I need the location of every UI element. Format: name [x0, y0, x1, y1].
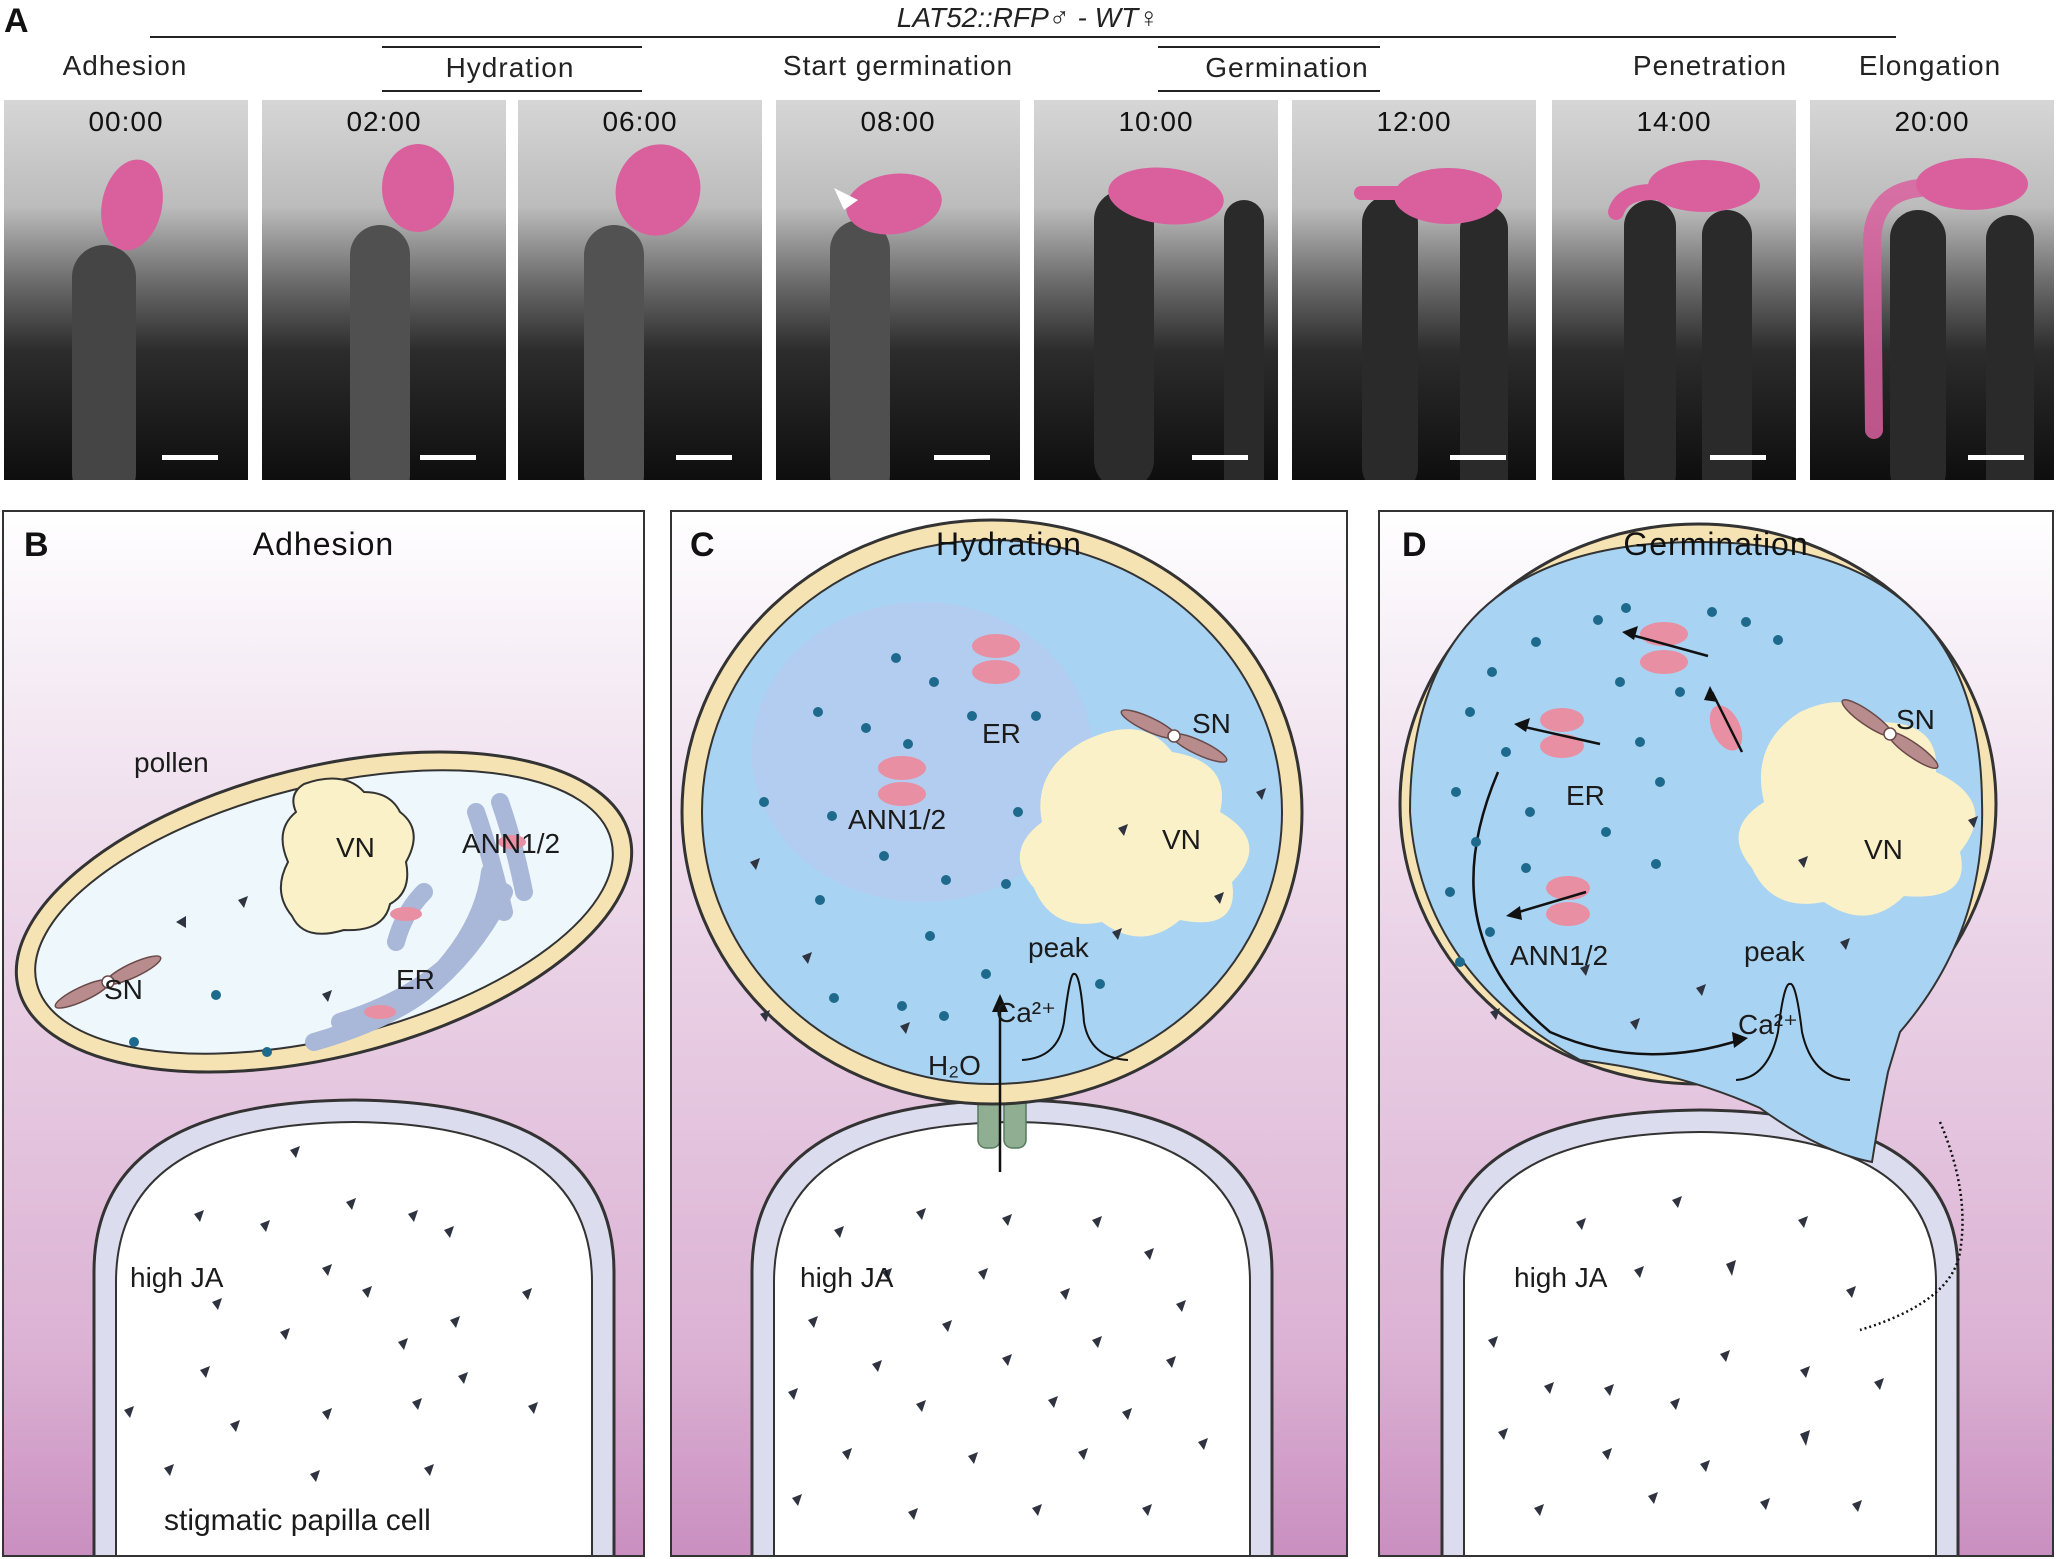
- label-sn: SN: [104, 974, 143, 1005]
- scale-bar: [1192, 455, 1248, 460]
- frame-20: 20:00: [1810, 100, 2054, 480]
- frame-08: 08:00: [776, 100, 1020, 480]
- scale-bar: [420, 455, 476, 460]
- label-er: ER: [396, 964, 435, 995]
- label-peak: peak: [1028, 932, 1089, 963]
- panel-c-title: Hydration: [936, 526, 1082, 562]
- frame-time: 10:00: [1118, 106, 1194, 137]
- frame-00: 00:00: [4, 100, 248, 480]
- frame-06: 06:00: [518, 100, 762, 480]
- stage-elongation: Elongation: [1858, 50, 2002, 81]
- scale-bar: [934, 455, 990, 460]
- label-h2o: H₂O: [928, 1050, 981, 1081]
- label-ann: ANN1/2: [1510, 940, 1609, 971]
- genotype-label: LAT52::RFP♂ - WT♀: [896, 2, 1160, 33]
- label-sn: SN: [1896, 704, 1935, 735]
- frame-time: 12:00: [1376, 106, 1452, 137]
- germination-rule: [1158, 46, 1380, 48]
- scale-bar: [1710, 455, 1766, 460]
- label-high-ja: high JA: [1514, 1262, 1608, 1293]
- hydration-rule: [382, 46, 642, 48]
- panel-d-illustration: [1398, 522, 1998, 1555]
- label-ca: Ca²⁺: [1738, 1009, 1798, 1040]
- stage-hydration: Hydration: [445, 52, 575, 83]
- label-peak: peak: [1744, 936, 1805, 967]
- frame-02: 02:00: [262, 100, 506, 480]
- panel-c: C Hydration ER SN ANN1/2 VN peak Ca²⁺ H₂…: [670, 510, 1348, 1557]
- scale-bar: [676, 455, 732, 460]
- label-high-ja: high JA: [800, 1262, 894, 1293]
- label-papilla: stigmatic papilla cell: [164, 1504, 431, 1537]
- label-sn: SN: [1192, 708, 1231, 739]
- label-er: ER: [1566, 780, 1605, 811]
- stage-start-germination: Start germination: [782, 50, 1014, 81]
- label-er: ER: [982, 718, 1021, 749]
- panel-c-letter: C: [690, 526, 715, 564]
- frame-12: 12:00: [1292, 100, 1536, 480]
- frame-00-image: [72, 159, 163, 480]
- hydration-underline: [382, 90, 642, 92]
- label-vn: VN: [1162, 824, 1201, 855]
- frame-02-image: [350, 144, 454, 480]
- frame-time: 02:00: [346, 106, 422, 137]
- panel-a-letter: A: [4, 2, 29, 40]
- frame-20-image: [1862, 158, 2034, 480]
- scale-bar: [162, 455, 218, 460]
- stage-adhesion: Adhesion: [62, 50, 188, 81]
- panel-d-letter: D: [1402, 526, 1427, 564]
- frame-12-image: [1354, 168, 1508, 480]
- label-ann: ANN1/2: [462, 828, 561, 859]
- frame-time: 14:00: [1636, 106, 1712, 137]
- frame-time: 20:00: [1894, 106, 1970, 137]
- label-vn: VN: [336, 832, 375, 863]
- frame-time: 08:00: [860, 106, 936, 137]
- panel-b-letter: B: [24, 526, 49, 564]
- genotype-rule: [150, 36, 1896, 38]
- stage-penetration: Penetration: [1632, 50, 1788, 81]
- scale-bar: [1450, 455, 1506, 460]
- label-high-ja: high JA: [130, 1262, 224, 1293]
- scale-bar: [1968, 455, 2024, 460]
- panel-c-illustration: [680, 518, 1304, 1555]
- frame-10-image: [1094, 167, 1264, 480]
- frame-14: 14:00: [1552, 100, 1796, 480]
- frame-time: 00:00: [88, 106, 164, 137]
- frame-time: 06:00: [602, 106, 678, 137]
- frame-10: 10:00: [1034, 100, 1278, 480]
- frame-14-image: [1608, 160, 1760, 480]
- panel-d-title: Germination: [1623, 526, 1809, 562]
- germination-site-arrowhead: [834, 188, 858, 210]
- panel-b-illustration: [14, 750, 634, 1555]
- panel-b: B Adhesion pollen VN ANN1/2 ER SN high J…: [2, 510, 645, 1557]
- panel-b-title: Adhesion: [252, 526, 395, 562]
- label-vn: VN: [1864, 834, 1903, 865]
- panel-d: D Germination SN ER VN ANN1/2 peak Ca²⁺ …: [1378, 510, 2054, 1557]
- germination-underline: [1158, 90, 1380, 92]
- frame-08-image: [830, 173, 942, 480]
- label-ann: ANN1/2: [848, 804, 947, 835]
- frame-06-image: [584, 144, 701, 480]
- stage-germination: Germination: [1205, 52, 1369, 83]
- label-pollen: pollen: [134, 747, 209, 778]
- label-ca: Ca²⁺: [996, 997, 1056, 1028]
